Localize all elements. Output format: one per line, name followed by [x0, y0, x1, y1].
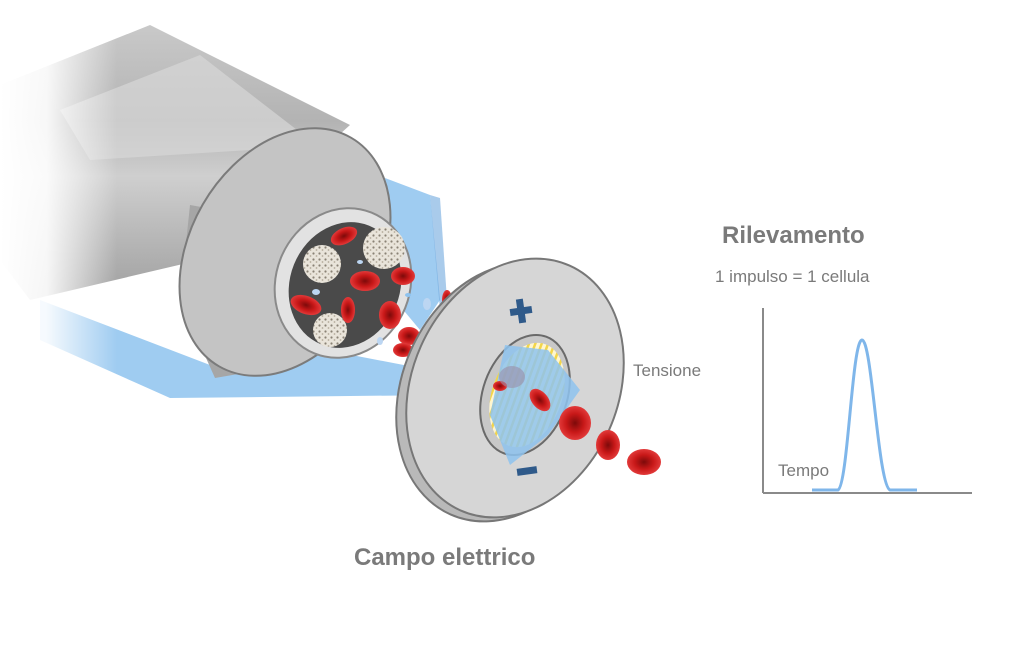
platelet: [423, 298, 431, 310]
detection-title: Rilevamento: [722, 222, 865, 249]
red-cell: [330, 226, 358, 246]
red-cell: [393, 343, 413, 357]
red-cell: [596, 430, 620, 460]
nozzle-tube: [0, 0, 413, 420]
minus-electrode-icon: [516, 466, 538, 476]
red-cell: [391, 267, 415, 285]
pulse-rule-caption: 1 impulso = 1 cellula: [715, 267, 870, 286]
red-cell: [529, 388, 551, 412]
platelet: [377, 337, 383, 345]
pulse-graph: [762, 308, 972, 494]
time-label: Tempo: [778, 461, 830, 480]
red-cell: [341, 297, 355, 323]
red-cell: [290, 294, 322, 316]
voltage-label: Tensione: [633, 361, 702, 380]
cells-exiting: [559, 406, 661, 475]
cells-in-nozzle: [290, 226, 415, 347]
plus-electrode-icon: [509, 298, 533, 324]
platelet: [357, 260, 363, 264]
white-cell: [363, 227, 405, 269]
red-cell: [350, 271, 380, 291]
platelet: [405, 293, 411, 297]
red-cell: [627, 449, 661, 475]
red-cell: [379, 301, 401, 329]
pulse-signal: [812, 338, 917, 492]
electrode-plate: [395, 257, 625, 523]
red-cell: [559, 406, 591, 440]
platelet: [312, 289, 320, 295]
white-cell: [303, 245, 341, 283]
white-cell: [313, 313, 347, 347]
electric-field-title: Campo elettrico: [354, 544, 536, 571]
